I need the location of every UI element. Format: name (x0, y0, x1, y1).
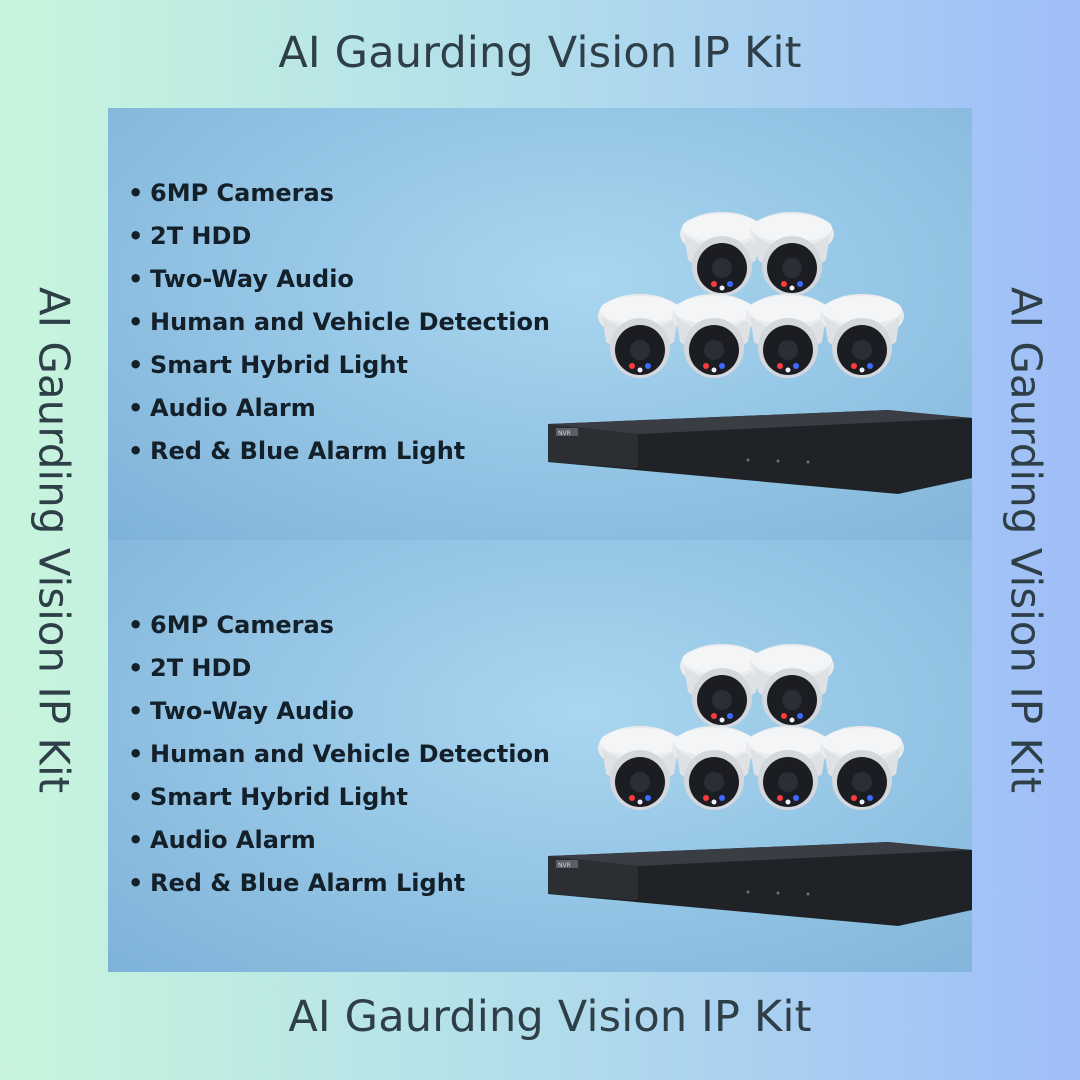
turret-camera-image (670, 718, 758, 818)
turret-camera-image (596, 286, 684, 386)
feature-item: •Two-Way Audio (128, 265, 354, 293)
feature-item: •6MP Cameras (128, 611, 334, 639)
feature-item: •Two-Way Audio (128, 697, 354, 725)
turret-camera-image (670, 286, 758, 386)
nvr-label: NVR (558, 862, 571, 869)
title-right: AI Gaurding Vision IP Kit (1001, 286, 1051, 794)
turret-camera-image (678, 636, 766, 736)
title-top: AI Gaurding Vision IP Kit (278, 28, 802, 78)
turret-camera-image (744, 286, 832, 386)
turret-camera-image (818, 718, 906, 818)
product-panel-1: •6MP Cameras •2T HDD •Two-Way Audio •Hum… (108, 108, 972, 540)
product-panel-2: •6MP Cameras •2T HDD •Two-Way Audio •Hum… (108, 540, 972, 972)
feature-item: •Smart Hybrid Light (128, 351, 408, 379)
nvr-label: NVR (558, 430, 571, 437)
feature-list: •6MP Cameras •2T HDD •Two-Way Audio •Hum… (128, 172, 550, 473)
feature-item: •6MP Cameras (128, 179, 334, 207)
turret-camera-image (596, 718, 684, 818)
turret-camera-image (748, 636, 836, 736)
feature-item: •2T HDD (128, 222, 252, 250)
nvr-recorder-image: NVR (548, 410, 972, 494)
feature-item: •Audio Alarm (128, 826, 316, 854)
turret-camera-image (748, 204, 836, 304)
turret-camera-image (678, 204, 766, 304)
title-left: AI Gaurding Vision IP Kit (29, 286, 79, 794)
feature-item: •Smart Hybrid Light (128, 783, 408, 811)
feature-item: •2T HDD (128, 654, 252, 682)
feature-item: •Red & Blue Alarm Light (128, 437, 466, 465)
nvr-recorder-image: NVR (548, 842, 972, 926)
feature-item: •Audio Alarm (128, 394, 316, 422)
title-bottom: AI Gaurding Vision IP Kit (288, 992, 812, 1042)
feature-item: •Human and Vehicle Detection (128, 740, 551, 768)
turret-camera-image (818, 286, 906, 386)
feature-item: •Red & Blue Alarm Light (128, 869, 466, 897)
feature-list: •6MP Cameras •2T HDD •Two-Way Audio •Hum… (128, 604, 550, 905)
turret-camera-image (744, 718, 832, 818)
feature-item: •Human and Vehicle Detection (128, 308, 551, 336)
